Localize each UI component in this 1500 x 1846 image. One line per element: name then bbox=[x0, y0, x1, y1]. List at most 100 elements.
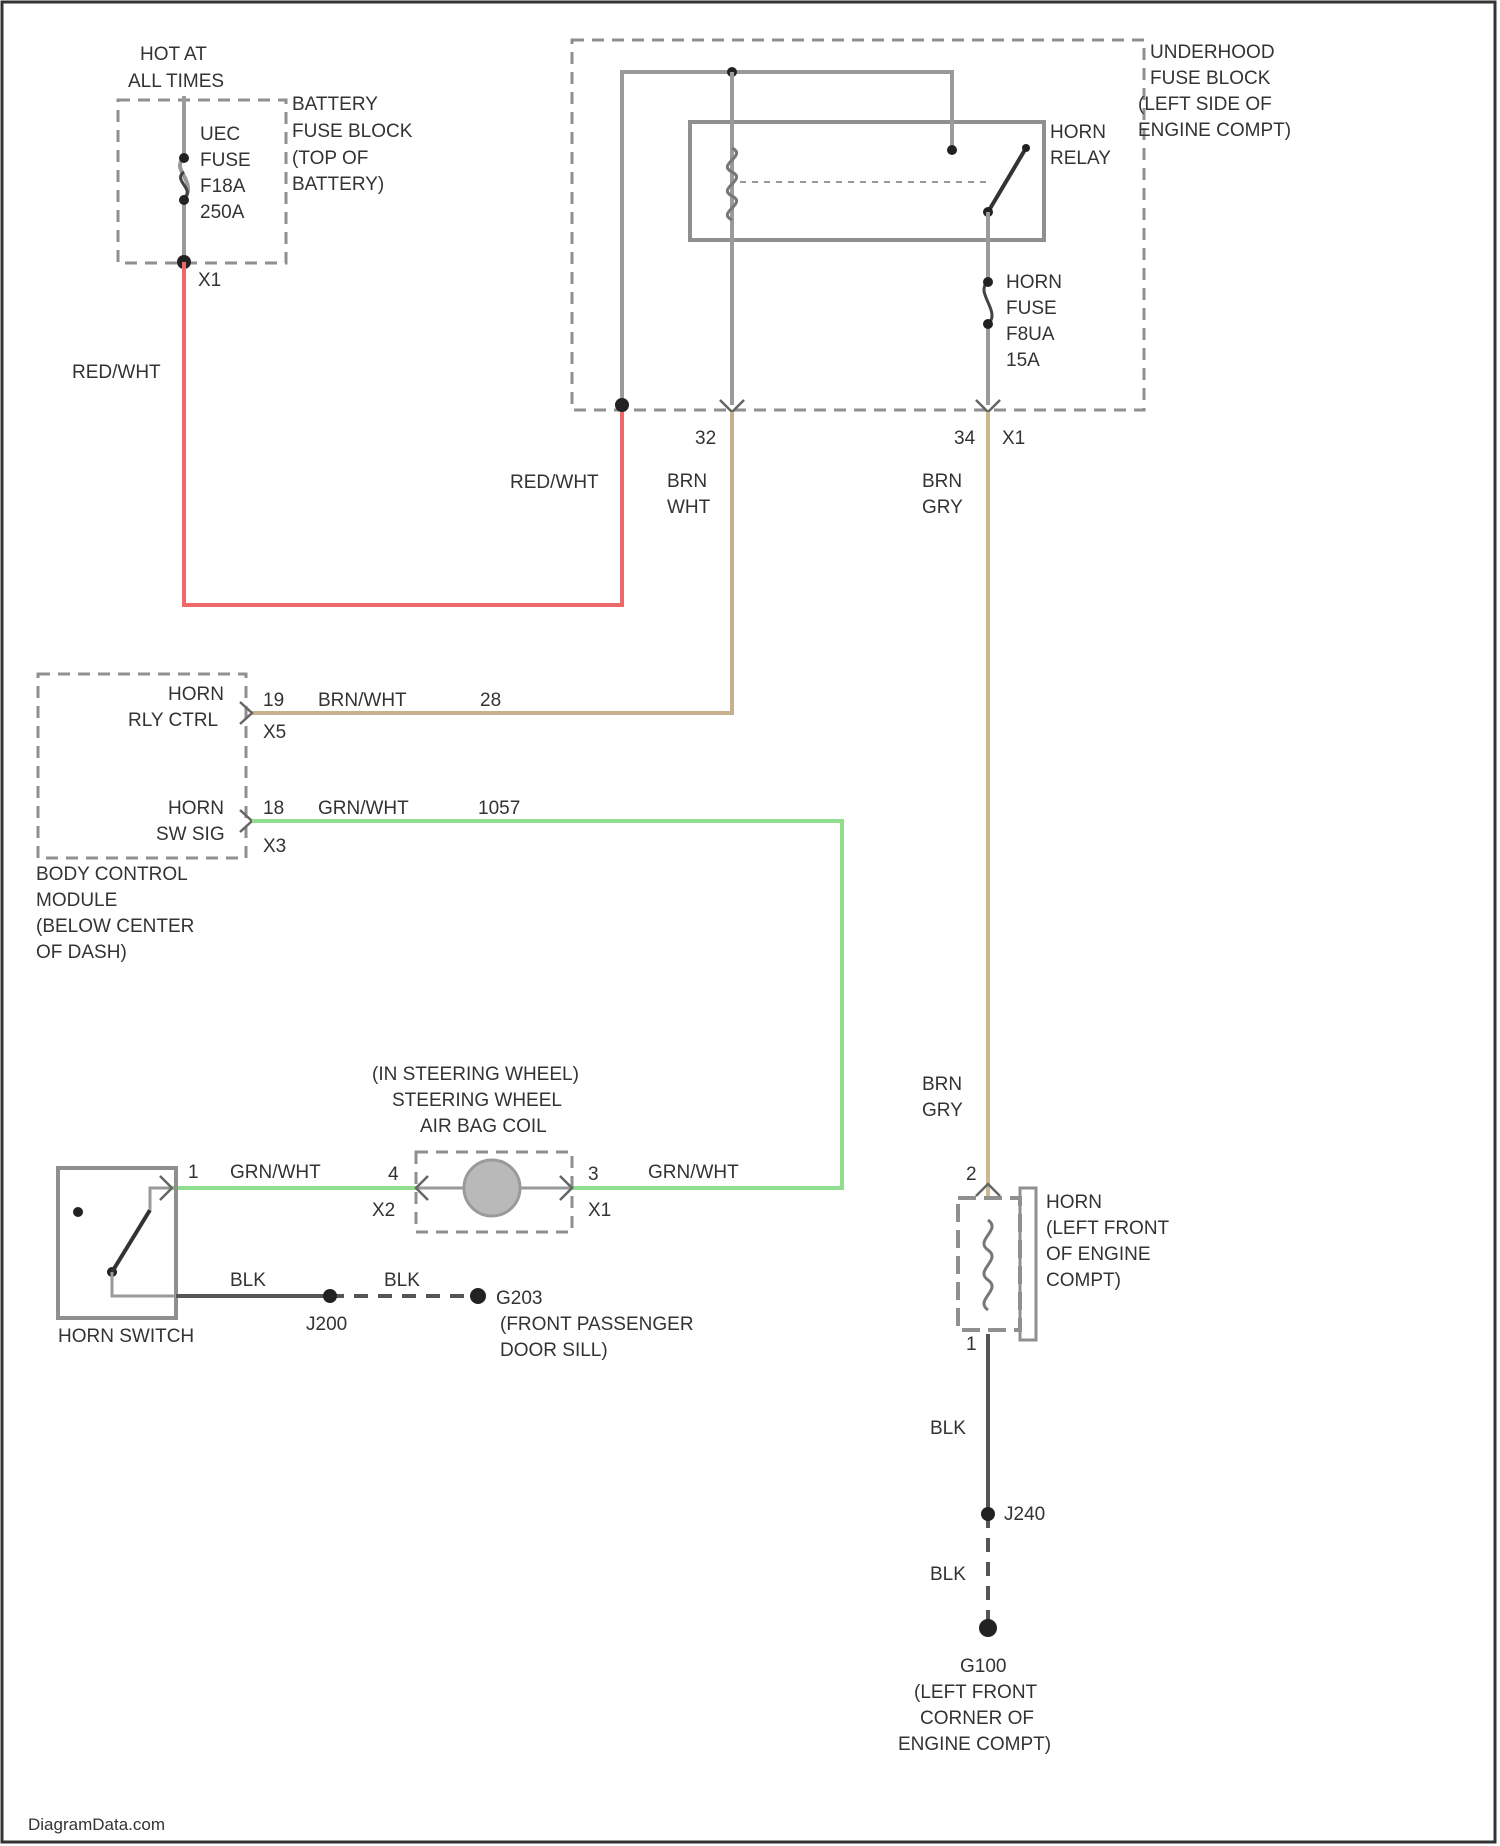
horn-relay-label-1: HORN bbox=[1050, 122, 1106, 143]
bcm-label-2: MODULE bbox=[36, 890, 117, 911]
brn-gry-low-label-1: BRN bbox=[922, 1074, 962, 1095]
horn-switch-label: HORN SWITCH bbox=[58, 1326, 194, 1347]
bcm-pin-b-label-1: HORN bbox=[168, 798, 224, 819]
g203-label-2: (FRONT PASSENGER bbox=[500, 1314, 694, 1335]
horn-switch-inner-wire bbox=[112, 1188, 176, 1296]
bcm-pin-b-number: 18 bbox=[263, 798, 284, 819]
horn-fuse-label-1: HORN bbox=[1006, 272, 1062, 293]
uec-fuse-label-1: UEC bbox=[200, 124, 240, 145]
horn-fuse-dot-top bbox=[983, 277, 993, 287]
switch-grn-wht-label: GRN/WHT bbox=[230, 1162, 321, 1183]
bcm-label-1: BODY CONTROL bbox=[36, 864, 188, 885]
bcm-pin-a-number: 19 bbox=[263, 690, 284, 711]
blk-label-2: BLK bbox=[384, 1270, 420, 1291]
horn-label-3: OF ENGINE bbox=[1046, 1244, 1151, 1265]
g203-label-3: DOOR SILL) bbox=[500, 1340, 608, 1361]
air-bag-coil-connector-x2: X2 bbox=[372, 1200, 395, 1221]
bcm-pin-b-connector: X3 bbox=[263, 836, 286, 857]
j240-label: J240 bbox=[1004, 1504, 1045, 1525]
blk-label-3: BLK bbox=[930, 1418, 966, 1439]
bcm-label-3: (BELOW CENTER bbox=[36, 916, 194, 937]
g100-label-2: (LEFT FRONT bbox=[914, 1682, 1038, 1703]
underhood-connector-x1: X1 bbox=[1002, 428, 1025, 449]
g100-label-4: ENGINE COMPT) bbox=[898, 1734, 1051, 1755]
bcm-label-4: OF DASH) bbox=[36, 942, 127, 963]
red-white-wire bbox=[184, 262, 622, 605]
coil-grn-wht-label: GRN/WHT bbox=[648, 1162, 739, 1183]
bcm-pin-a-connector: X5 bbox=[263, 722, 286, 743]
air-bag-coil-label-2: STEERING WHEEL bbox=[392, 1090, 562, 1111]
g203-ground-dot bbox=[470, 1288, 486, 1304]
horn-switch-arm bbox=[112, 1210, 150, 1272]
air-bag-coil-label-1: (IN STEERING WHEEL) bbox=[372, 1064, 579, 1085]
battery-fuse-block-label-3: (TOP OF bbox=[292, 148, 368, 169]
bcm-brn-wht-label: BRN/WHT bbox=[318, 690, 407, 711]
uec-fuse-label-3: F18A bbox=[200, 176, 246, 197]
air-bag-coil-pin-4: 4 bbox=[388, 1164, 399, 1185]
underhood-label-2: FUSE BLOCK bbox=[1150, 68, 1271, 89]
underhood-label-1: UNDERHOOD bbox=[1150, 42, 1275, 63]
horn-side bbox=[1020, 1188, 1036, 1340]
g100-ground-dot bbox=[979, 1619, 997, 1637]
blk-label-1: BLK bbox=[230, 1270, 266, 1291]
relay-switch-contact-dot bbox=[1022, 144, 1030, 152]
brn-wht-label-2: WHT bbox=[667, 497, 711, 518]
blk-label-4: BLK bbox=[930, 1564, 966, 1585]
battery-fuse-block-label-2: FUSE BLOCK bbox=[292, 121, 413, 142]
bcm-grn-wht-label: GRN/WHT bbox=[318, 798, 409, 819]
uec-fuse-dot-bottom bbox=[179, 195, 189, 205]
uec-fuse-label-4: 250A bbox=[200, 202, 245, 223]
battery-fuse-block-label-1: BATTERY bbox=[292, 94, 378, 115]
horn-label-4: COMPT) bbox=[1046, 1270, 1121, 1291]
underhood-pin-34: 34 bbox=[954, 428, 976, 449]
battery-connector-x1: X1 bbox=[198, 270, 221, 291]
horn-fuse-dot-bottom bbox=[983, 319, 993, 329]
relay-switch-input-dot bbox=[947, 145, 957, 155]
horn-label-1: HORN bbox=[1046, 1192, 1102, 1213]
horn-label-2: (LEFT FRONT bbox=[1046, 1218, 1170, 1239]
bcm-brn-wht-circuit: 28 bbox=[480, 690, 501, 711]
air-bag-coil-pin-3: 3 bbox=[588, 1164, 599, 1185]
j200-label: J200 bbox=[306, 1314, 347, 1335]
horn-fuse-label-2: FUSE bbox=[1006, 298, 1057, 319]
brn-gry-top-label-1: BRN bbox=[922, 471, 962, 492]
underhood-label-3: (LEFT SIDE OF bbox=[1138, 94, 1272, 115]
uec-fuse-dot-top bbox=[179, 153, 189, 163]
hot-at-all-times-line1: HOT AT bbox=[140, 44, 207, 65]
horn-pin-2: 2 bbox=[966, 1164, 977, 1185]
brn-gry-low-label-2: GRY bbox=[922, 1100, 963, 1121]
air-bag-coil-label-3: AIR BAG COIL bbox=[420, 1116, 547, 1137]
horn-pin-1: 1 bbox=[966, 1334, 977, 1355]
horn-fuse-label-3: F8UA bbox=[1006, 324, 1055, 345]
g100-label-3: CORNER OF bbox=[920, 1708, 1034, 1729]
horn-coil-symbol bbox=[984, 1220, 992, 1310]
horn-relay-label-2: RELAY bbox=[1050, 148, 1111, 169]
bcm-pin-a-label-2: RLY CTRL bbox=[128, 710, 218, 731]
watermark: DiagramData.com bbox=[28, 1815, 165, 1834]
air-bag-coil-connector-x1: X1 bbox=[588, 1200, 611, 1221]
red-white-label-right: RED/WHT bbox=[510, 472, 599, 493]
bcm-pin-b-label-2: SW SIG bbox=[156, 824, 225, 845]
j240-splice-dot bbox=[981, 1507, 995, 1521]
underhood-fuse-block-box bbox=[572, 40, 1144, 410]
uec-fuse-label-2: FUSE bbox=[200, 150, 251, 171]
grn-wht-wire-bcm bbox=[252, 821, 842, 1188]
g203-label-1: G203 bbox=[496, 1288, 542, 1309]
air-bag-coil-symbol bbox=[464, 1160, 520, 1216]
j200-splice-dot bbox=[323, 1289, 337, 1303]
horn-fuse-label-4: 15A bbox=[1006, 350, 1040, 371]
g100-label-1: G100 bbox=[960, 1656, 1006, 1677]
underhood-label-4: ENGINE COMPT) bbox=[1138, 120, 1291, 141]
hot-at-all-times-line2: ALL TIMES bbox=[128, 71, 224, 92]
relay-coil-symbol bbox=[727, 148, 736, 220]
relay-switch-arm bbox=[988, 148, 1026, 212]
underhood-pin-32: 32 bbox=[695, 428, 716, 449]
red-white-label-left: RED/WHT bbox=[72, 362, 161, 383]
battery-fuse-block-label-4: BATTERY) bbox=[292, 174, 384, 195]
red-white-entry-dot bbox=[615, 398, 629, 412]
horn-fuse-symbol bbox=[984, 282, 992, 324]
bcm-grn-wht-circuit: 1057 bbox=[478, 798, 520, 819]
